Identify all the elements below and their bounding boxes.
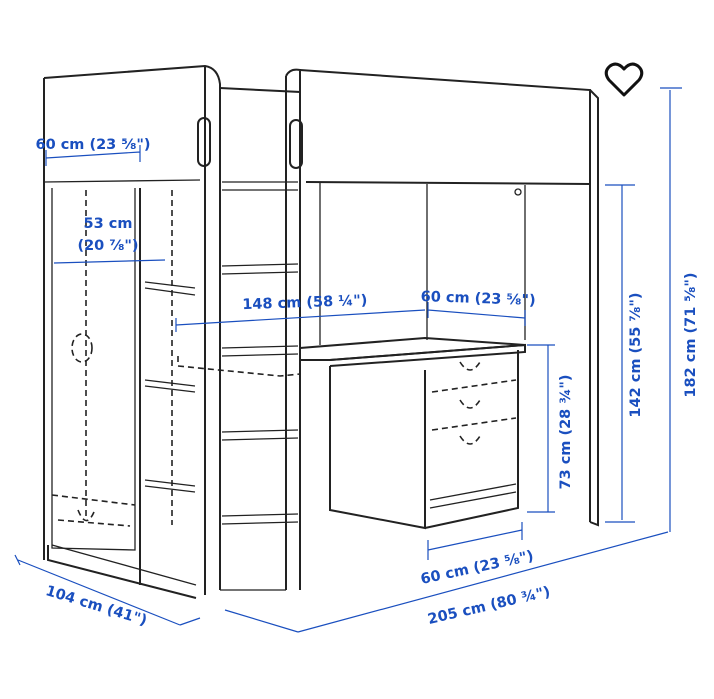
label-underbed-height: 142 cm (55 ⅞") xyxy=(628,292,644,417)
desk xyxy=(177,336,526,530)
label-desk-depth-bottom: 60 cm (23 ⅝") xyxy=(419,548,535,588)
wardrobe xyxy=(47,188,197,599)
label-total-length: 205 cm (80 ¾") xyxy=(426,584,552,628)
label-wardrobe-inner-width-in: (20 ⅞") xyxy=(77,238,138,254)
dimension-lines xyxy=(14,87,682,633)
label-wardrobe-width: 60 cm (23 ⅝") xyxy=(35,137,150,153)
label-total-height: 182 cm (71 ⅝") xyxy=(683,272,699,397)
label-wardrobe-inner-width-cm: 53 cm xyxy=(84,216,133,232)
ladder xyxy=(219,68,303,591)
label-desk-height: 73 cm (28 ¾") xyxy=(558,374,574,489)
heart-outline-icon[interactable] xyxy=(604,62,644,98)
label-desk-length: 148 cm (58 ¼") xyxy=(242,293,368,313)
shelves xyxy=(139,188,196,585)
label-desk-depth-top: 60 cm (23 ⅝") xyxy=(420,289,536,309)
left-end-panel xyxy=(43,64,221,595)
